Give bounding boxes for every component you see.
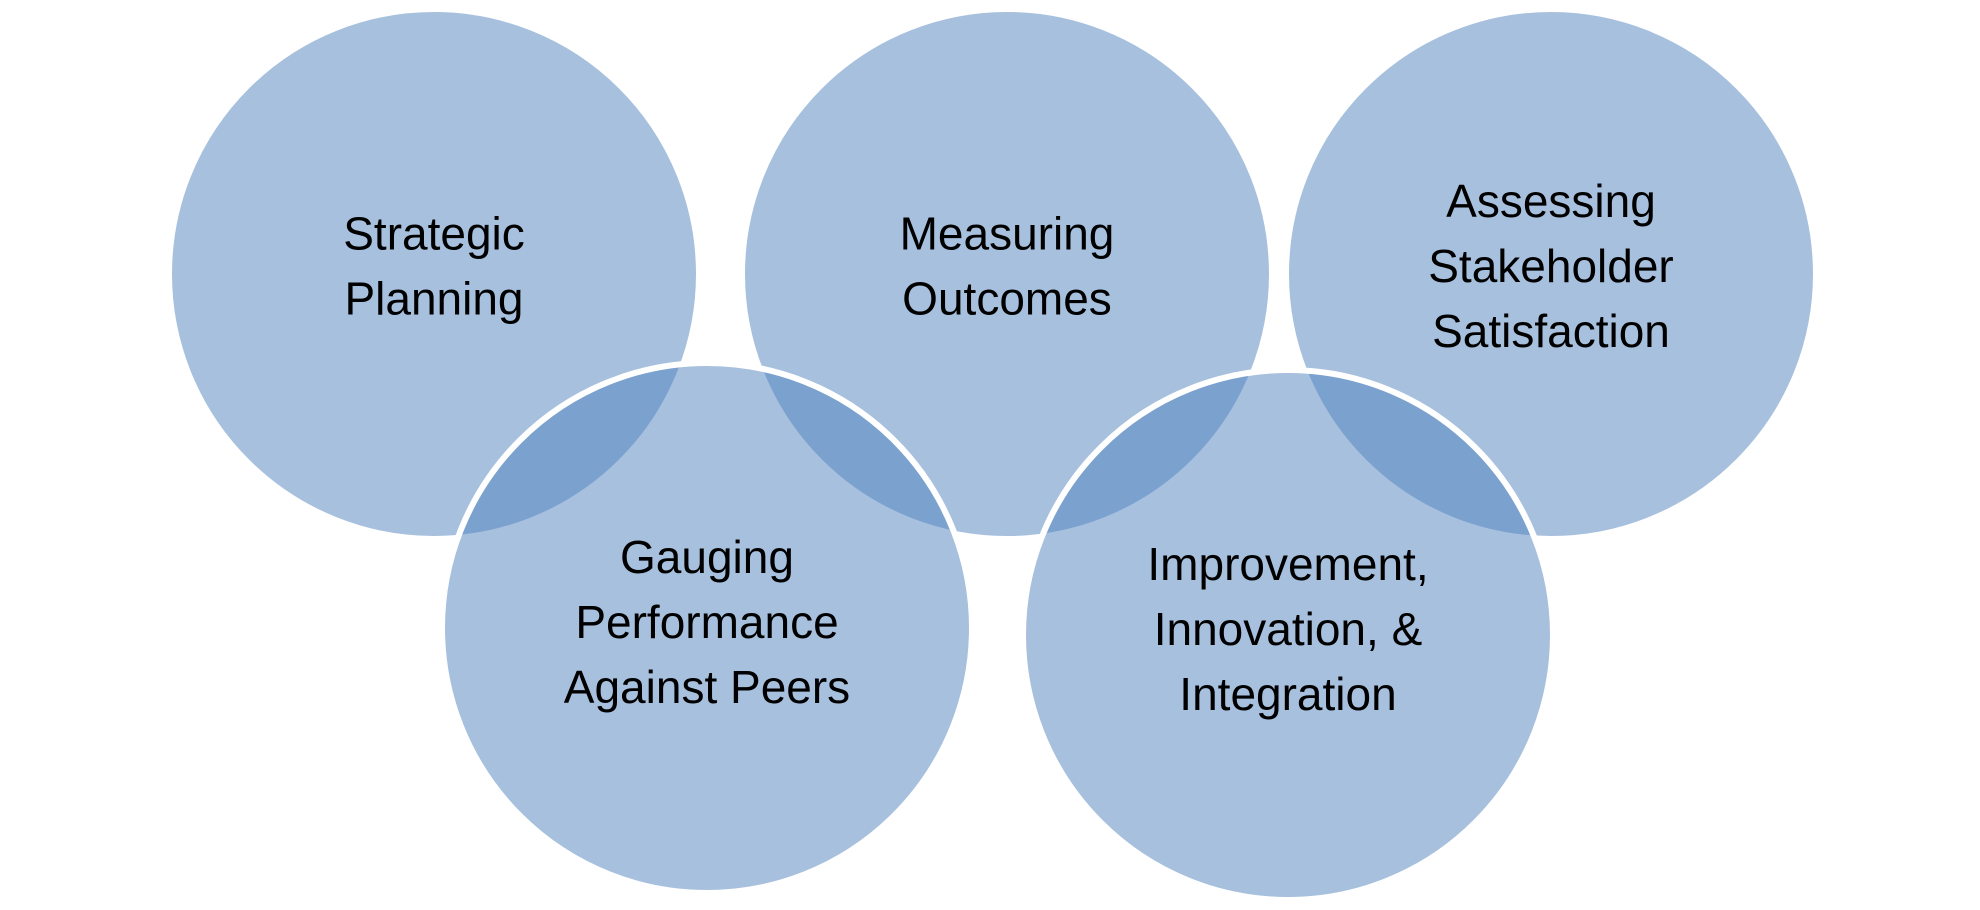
label-line: Satisfaction	[1432, 305, 1670, 357]
label-line: Against Peers	[564, 661, 850, 713]
circles-layer	[166, 6, 1819, 903]
node-improvement-innovation-integration	[1020, 367, 1556, 903]
node-measuring-outcomes	[739, 6, 1275, 542]
label-line: Assessing	[1446, 175, 1656, 227]
label-improvement-innovation-integration: Improvement, Innovation, & Integration	[1147, 538, 1428, 720]
label-line: Gauging	[620, 531, 794, 583]
label-line: Integration	[1179, 668, 1396, 720]
label-line: Strategic	[343, 208, 525, 260]
label-line: Stakeholder	[1428, 240, 1674, 292]
label-line: Performance	[575, 596, 838, 648]
label-line: Planning	[344, 273, 523, 325]
label-line: Outcomes	[902, 273, 1112, 325]
circle-gauging-performance-against-peers	[439, 360, 975, 896]
label-line: Improvement,	[1147, 538, 1428, 590]
circle-measuring-outcomes	[739, 6, 1275, 542]
label-line: Measuring	[900, 208, 1115, 260]
label-line: Innovation, &	[1154, 603, 1423, 655]
circle-improvement-innovation-integration	[1020, 367, 1556, 903]
node-gauging-performance-against-peers	[439, 360, 975, 896]
